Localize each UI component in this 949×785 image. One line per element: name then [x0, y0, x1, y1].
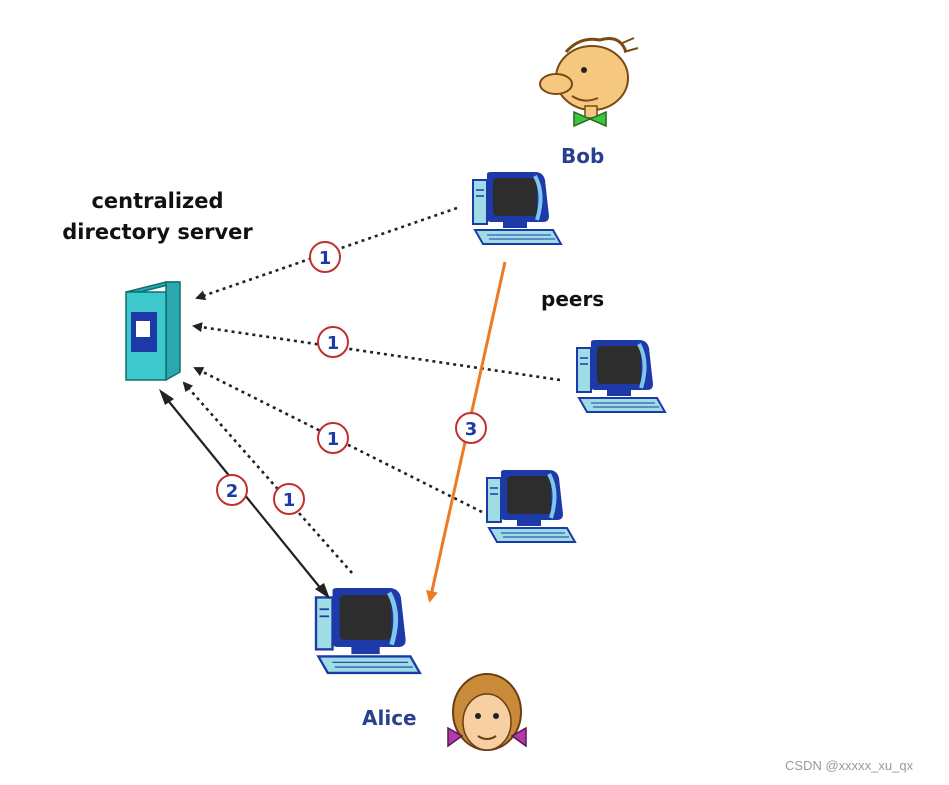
peer-computer-3: [485, 468, 577, 544]
server-title: centralized directory server: [55, 186, 260, 248]
step-marker-transfer: 3: [455, 412, 487, 444]
step-label: 1: [327, 429, 340, 450]
watermark: CSDN @xxxxx_xu_qx: [785, 758, 914, 773]
server-title-line1: centralized: [91, 189, 224, 213]
step-label: 1: [283, 490, 296, 511]
query-arrow-peer2: [192, 322, 561, 382]
step-marker-bob: 1: [309, 241, 341, 273]
step-label: 2: [226, 481, 239, 502]
step-marker-peer3: 1: [317, 422, 349, 454]
step-label: 1: [327, 333, 340, 354]
peer-computer-2: [575, 338, 667, 414]
peer-computer-bob: [471, 170, 563, 246]
step-label: 3: [465, 419, 478, 440]
alice-label: Alice: [362, 706, 417, 730]
step-marker-peer2: 1: [317, 326, 349, 358]
query-arrows: [182, 206, 561, 574]
peer-computer-alice: [316, 588, 420, 673]
server-title-line2: directory server: [62, 220, 253, 244]
bob-avatar-icon: [539, 37, 639, 128]
step-marker-alice-query: 1: [273, 483, 305, 515]
step-marker-reply: 2: [216, 474, 248, 506]
directory-server: [125, 281, 181, 382]
bob-label: Bob: [561, 144, 605, 168]
peers-label: peers: [541, 287, 605, 311]
query-arrow-peer3: [193, 366, 483, 514]
step-label: 1: [319, 248, 332, 269]
alice-avatar-icon: [447, 673, 527, 751]
query-arrow-alice: [182, 381, 353, 574]
